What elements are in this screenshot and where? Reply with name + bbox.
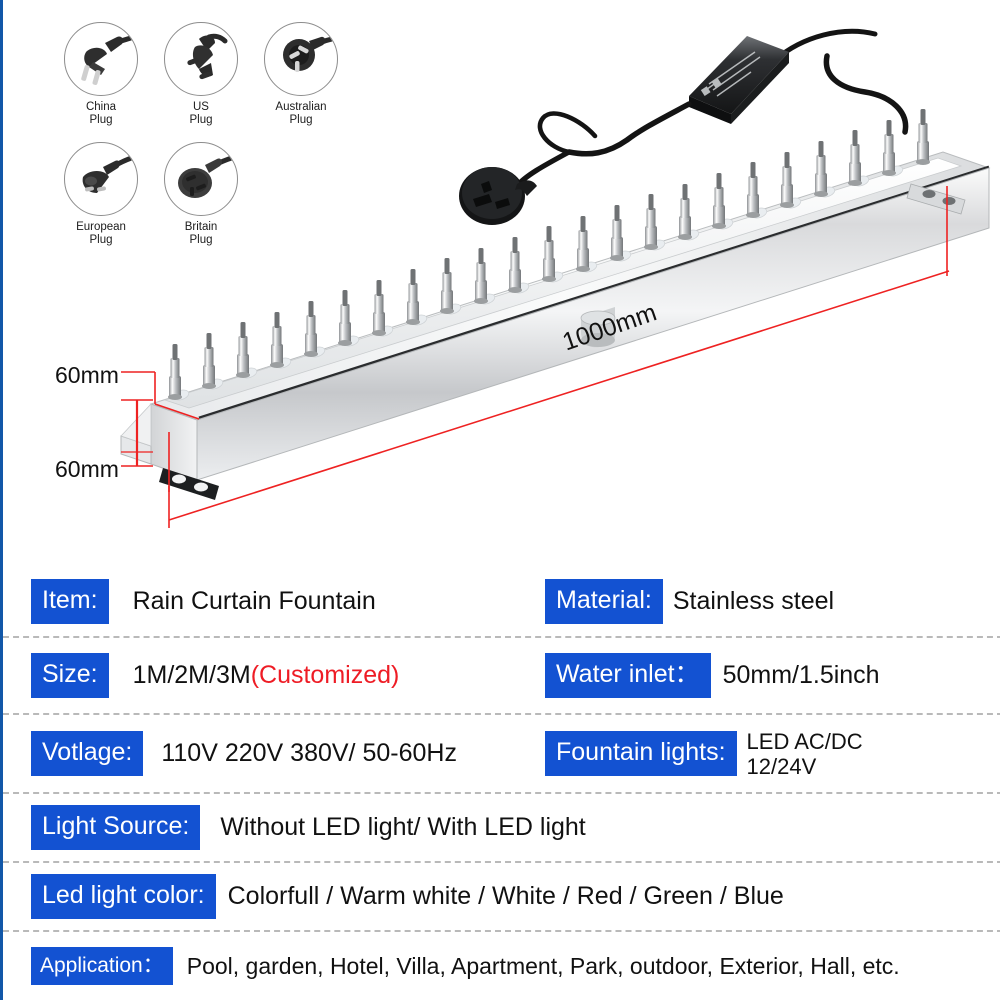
product-photo-area: China Plug US Plug — [3, 0, 1000, 552]
spec-cell-size: Size: 1M/2M/3M(Customized) — [3, 653, 545, 698]
australian-plug-icon — [264, 22, 338, 96]
spec-cell-voltage: Votlage: 110V 220V 380V/ 50-60Hz — [3, 731, 545, 776]
plug-label-china: China Plug — [85, 101, 117, 126]
spec-value-item: Rain Curtain Fountain — [132, 586, 376, 615]
plug-label-britain: Britain Plug — [184, 221, 218, 246]
spec-value-led-color: Colorfull / Warm white / White / Red / G… — [227, 882, 784, 910]
uk-mains-plug — [459, 167, 537, 225]
european-plug-icon — [64, 142, 138, 216]
plug-option-china[interactable]: China Plug — [51, 22, 151, 126]
plug-type-grid: China Plug US Plug — [51, 22, 351, 246]
spec-row-voltage-lights: Votlage: 110V 220V 380V/ 50-60Hz Fountai… — [3, 715, 1000, 794]
spec-label-water-inlet: Water inlet： — [545, 653, 711, 698]
spec-label-material: Material: — [545, 578, 663, 624]
dimension-lines — [121, 186, 950, 528]
spec-row-size-inlet: Size: 1M/2M/3M(Customized) Water inlet： … — [3, 638, 1000, 715]
spec-cell-item: Item: Rain Curtain Fountain — [3, 578, 545, 624]
spec-value-voltage: 110V 220V 380V/ 50-60Hz — [161, 739, 457, 767]
spec-row-item-material: Item: Rain Curtain Fountain Material: St… — [3, 566, 1000, 638]
spec-row-light-source: Light Source: Without LED light/ With LE… — [3, 794, 1000, 863]
plug-option-britain[interactable]: Britain Plug — [151, 142, 251, 246]
spec-value-material: Stainless steel — [672, 586, 835, 615]
britain-plug-icon — [164, 142, 238, 216]
spec-cell-water-inlet: Water inlet： 50mm/1.5inch — [545, 653, 880, 698]
specifications-table: Item: Rain Curtain Fountain Material: St… — [3, 566, 1000, 1000]
plug-label-european: European Plug — [76, 221, 126, 246]
china-plug-icon — [64, 22, 138, 96]
spec-value-size-main: 1M/2M/3M — [132, 661, 251, 689]
spec-label-fountain-lights: Fountain lights: — [545, 731, 737, 776]
plug-row-bottom: European Plug Br — [51, 142, 351, 246]
plug-option-us[interactable]: US Plug — [151, 22, 251, 126]
spec-value-light-source: Without LED light/ With LED light — [220, 813, 586, 841]
spec-value-size: 1M/2M/3M(Customized) — [133, 661, 400, 690]
plug-option-australian[interactable]: Australian Plug — [251, 22, 351, 126]
dimension-label-depth: 60mm — [55, 456, 119, 482]
spec-value-size-customized: (Customized) — [250, 661, 400, 689]
plug-label-australian: Australian Plug — [275, 101, 327, 126]
us-plug-icon — [164, 22, 238, 96]
fountain-lights-line1: LED AC/DC — [746, 728, 863, 754]
water-inlet-pipe — [580, 307, 616, 348]
spec-row-led-color: Led light color: Colorfull / Warm white … — [3, 863, 1000, 932]
fountain-lights-line2: 12/24V — [746, 753, 817, 779]
fountain-product-illustration — [120, 28, 991, 528]
spec-label-item: Item: — [31, 578, 109, 624]
power-supply-unit — [689, 36, 789, 124]
plug-cell-empty — [251, 142, 351, 246]
spec-label-light-source: Light Source: — [31, 805, 201, 850]
spec-label-voltage: Votlage: — [31, 731, 144, 776]
spec-label-size: Size: — [31, 653, 109, 698]
spec-cell-material: Material: Stainless steel — [545, 578, 835, 624]
mounting-bracket — [159, 183, 966, 500]
plug-option-european[interactable]: European Plug — [51, 142, 151, 246]
plug-label-us: US Plug — [189, 101, 213, 126]
water-jet-nozzles — [168, 109, 930, 400]
spec-row-application: Application： Pool, garden, Hotel, Villa,… — [3, 932, 1000, 1000]
spec-value-application: Pool, garden, Hotel, Villa, Apartment, P… — [186, 952, 900, 979]
plug-row-top: China Plug US Plug — [51, 22, 351, 126]
dimension-label-height: 60mm — [55, 362, 119, 388]
spec-value-water-inlet: 50mm/1.5inch — [722, 661, 880, 689]
spec-label-application: Application： — [31, 947, 173, 985]
spec-label-led-color: Led light color: — [31, 874, 216, 919]
